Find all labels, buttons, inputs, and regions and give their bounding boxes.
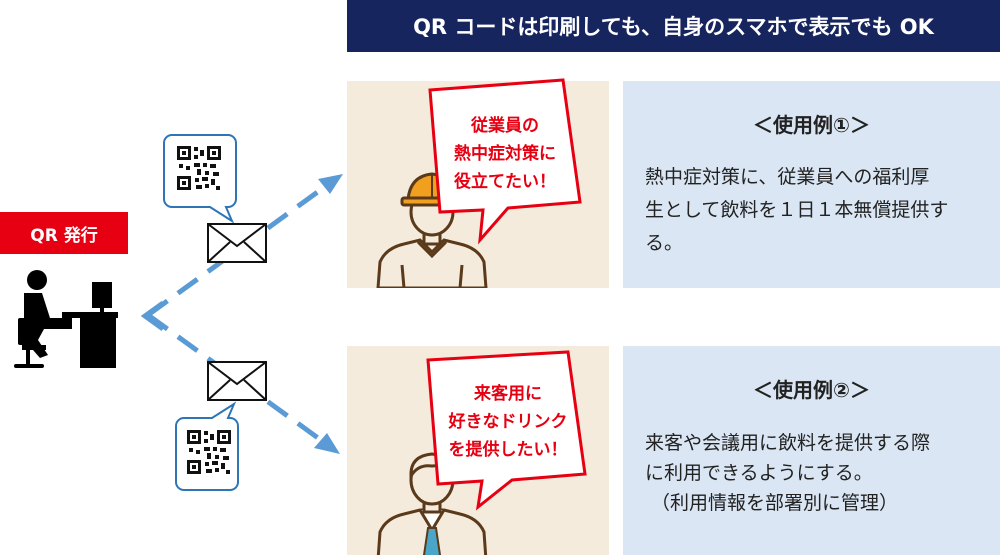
speech-bubble-icon [428,78,582,245]
qr-code-icon [177,146,221,190]
case-1-speech-line-3: 役立てたい！ [454,172,556,192]
case-1-info-box: ＜使用例①＞ 熱中症対策に、従業員への福利厚 生として飲料を１日１本無償提供す … [623,81,1000,288]
speech-bubble-icon [426,350,587,511]
case-2-speech-line-1: 来客用に [474,384,542,404]
case-1-line-2: 生として飲料を１日１本無償提供す [645,199,949,221]
banner-text: QR コードは印刷しても、自身のスマホで表示でも OK [413,15,934,39]
office-worker-icon [14,270,118,368]
qr-bubble-2 [175,401,239,491]
qr-issue-label-text: QR 発行 [30,225,98,246]
qr-issue-label: QR 発行 [0,212,128,254]
envelope-icon [207,223,267,263]
case-1-speech-line-2: 熱中症対策に [454,144,556,164]
case-1-line-3: る。 [645,232,684,254]
case-2-speech-line-2: 好きなドリンク [448,412,568,432]
qr-bubble-1 [163,134,237,224]
qr-code-icon [187,430,231,474]
case-1-title: ＜使用例①＞ [753,113,870,137]
case-1-description: 熱中症対策に、従業員への福利厚 生として飲料を１日１本無償提供す る。 [645,161,994,260]
case-2-line-1: 来客や会議用に飲料を提供する際 [645,432,931,454]
case-2-speech-text: 来客用に 好きなドリンク を提供したい！ [436,380,580,464]
case-2-speech-line-3: を提供したい！ [448,440,568,460]
case-2-line-2: に利用できるようにする。 [645,462,873,484]
case-2-description: 来客や会議用に飲料を提供する際 に利用できるようにする。 （利用情報を部署別に管… [645,428,994,518]
arrow-to-case-2 [146,312,340,454]
case-2-line-3: （利用情報を部署別に管理） [651,492,899,514]
case-1-speech-line-1: 従業員の [471,116,539,136]
case-1-line-1: 熱中症対策に、従業員への福利厚 [645,166,930,188]
header-banner: QR コードは印刷しても、自身のスマホで表示でも OK [347,0,1000,52]
case-1-speech-text: 従業員の 熱中症対策に 役立てたい！ [440,112,570,196]
case-2-info-box: ＜使用例②＞ 来客や会議用に飲料を提供する際 に利用できるようにする。 （利用情… [623,346,1000,555]
envelope-icon [207,361,267,401]
case-2-title: ＜使用例②＞ [753,378,870,402]
arrow-origin-chevron [140,300,165,332]
